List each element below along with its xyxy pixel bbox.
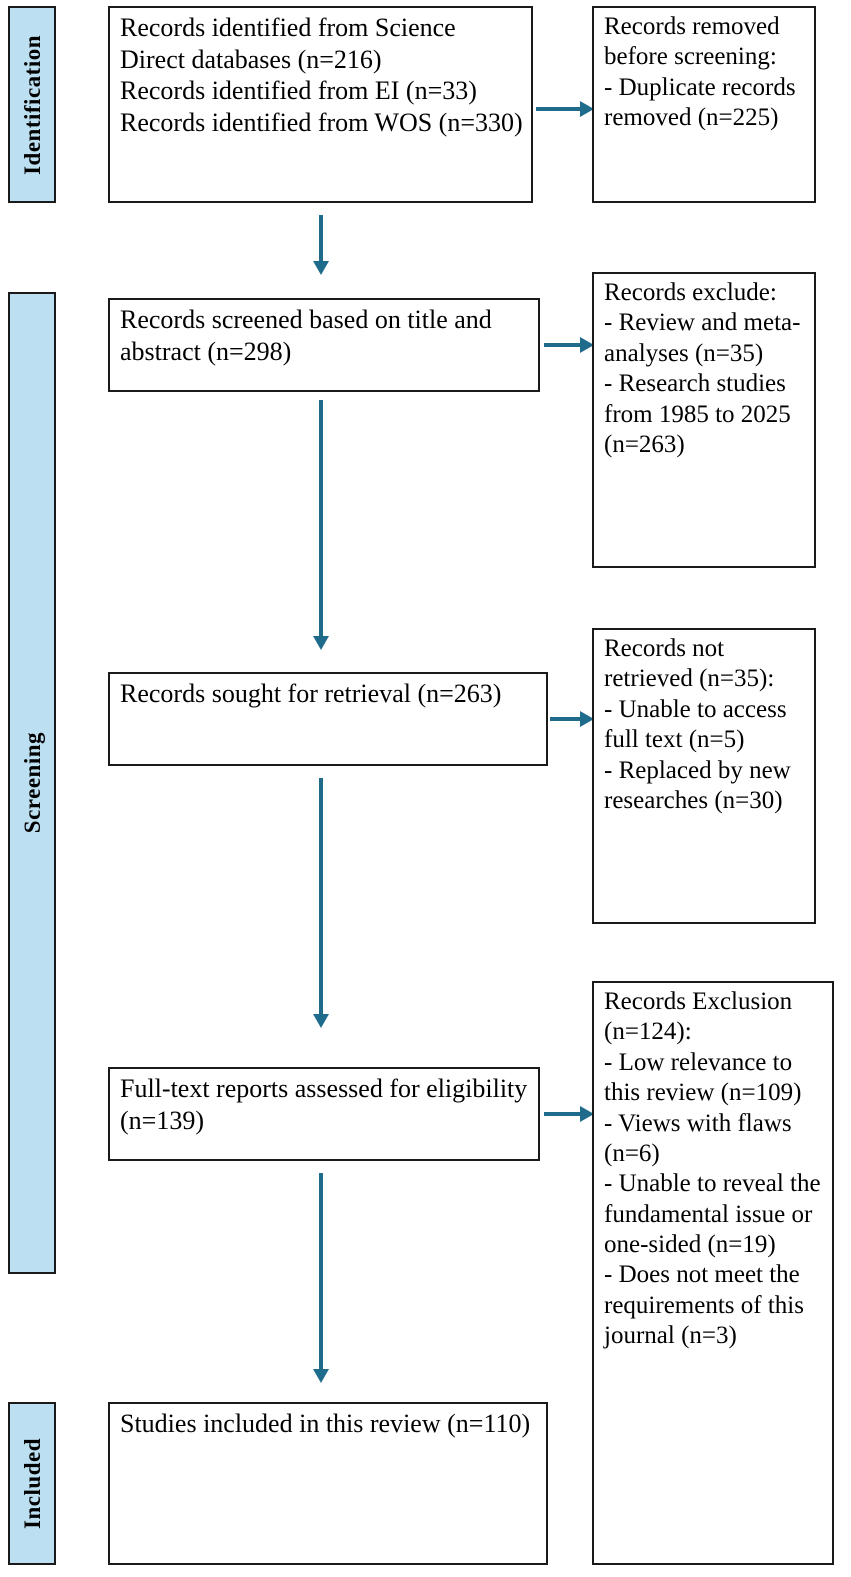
arrow-identified-to-screened: [312, 215, 330, 275]
box-studies-included-text: Studies included in this review (n=110): [120, 1409, 531, 1438]
box-records-not-retrieved-text: Records not retrieved (n=35): - Unable t…: [604, 635, 791, 814]
box-fulltext-assessed: Full-text reports assessed for eligibili…: [108, 1067, 540, 1161]
box-records-excluded-text: Records exclude: - Review and meta-analy…: [604, 279, 801, 458]
stage-band-included: Included: [8, 1402, 56, 1565]
arrow-sought-to-fulltext: [312, 778, 330, 1028]
box-records-removed-before-screening: Records removed before screening: - Dupl…: [592, 6, 816, 203]
box-records-removed-before-screening-text: Records removed before screening: - Dupl…: [604, 13, 796, 132]
box-records-excluded: Records exclude: - Review and meta-analy…: [592, 272, 816, 568]
box-records-identified-text: Records identified from Science Direct d…: [120, 13, 523, 138]
stage-label-included: Included: [19, 1438, 45, 1529]
box-records-exclusion: Records Exclusion (n=124): - Low relevan…: [592, 981, 834, 1565]
arrow-fulltext-to-included: [312, 1173, 330, 1383]
arrow-sought-to-not-retrieved: [550, 710, 594, 728]
box-records-identified: Records identified from Science Direct d…: [108, 6, 533, 203]
box-fulltext-assessed-text: Full-text reports assessed for eligibili…: [120, 1074, 528, 1135]
box-records-screened: Records screened based on title and abst…: [108, 298, 540, 392]
box-records-screened-text: Records screened based on title and abst…: [120, 305, 492, 366]
stage-label-identification: Identification: [19, 34, 45, 175]
box-studies-included: Studies included in this review (n=110): [108, 1402, 548, 1565]
arrow-screened-to-sought: [312, 400, 330, 650]
arrow-screened-to-excluded: [544, 336, 594, 354]
box-records-not-retrieved: Records not retrieved (n=35): - Unable t…: [592, 628, 816, 924]
stage-band-identification: Identification: [8, 6, 56, 203]
box-records-sought-for-retrieval-text: Records sought for retrieval (n=263): [120, 679, 502, 708]
box-records-exclusion-text: Records Exclusion (n=124): - Low relevan…: [604, 988, 821, 1350]
arrow-fulltext-to-exclusion: [544, 1105, 594, 1123]
stage-band-screening: Screening: [8, 292, 56, 1274]
arrow-identified-to-removed: [536, 100, 594, 118]
stage-label-screening: Screening: [19, 732, 45, 834]
box-records-sought-for-retrieval: Records sought for retrieval (n=263): [108, 672, 548, 766]
